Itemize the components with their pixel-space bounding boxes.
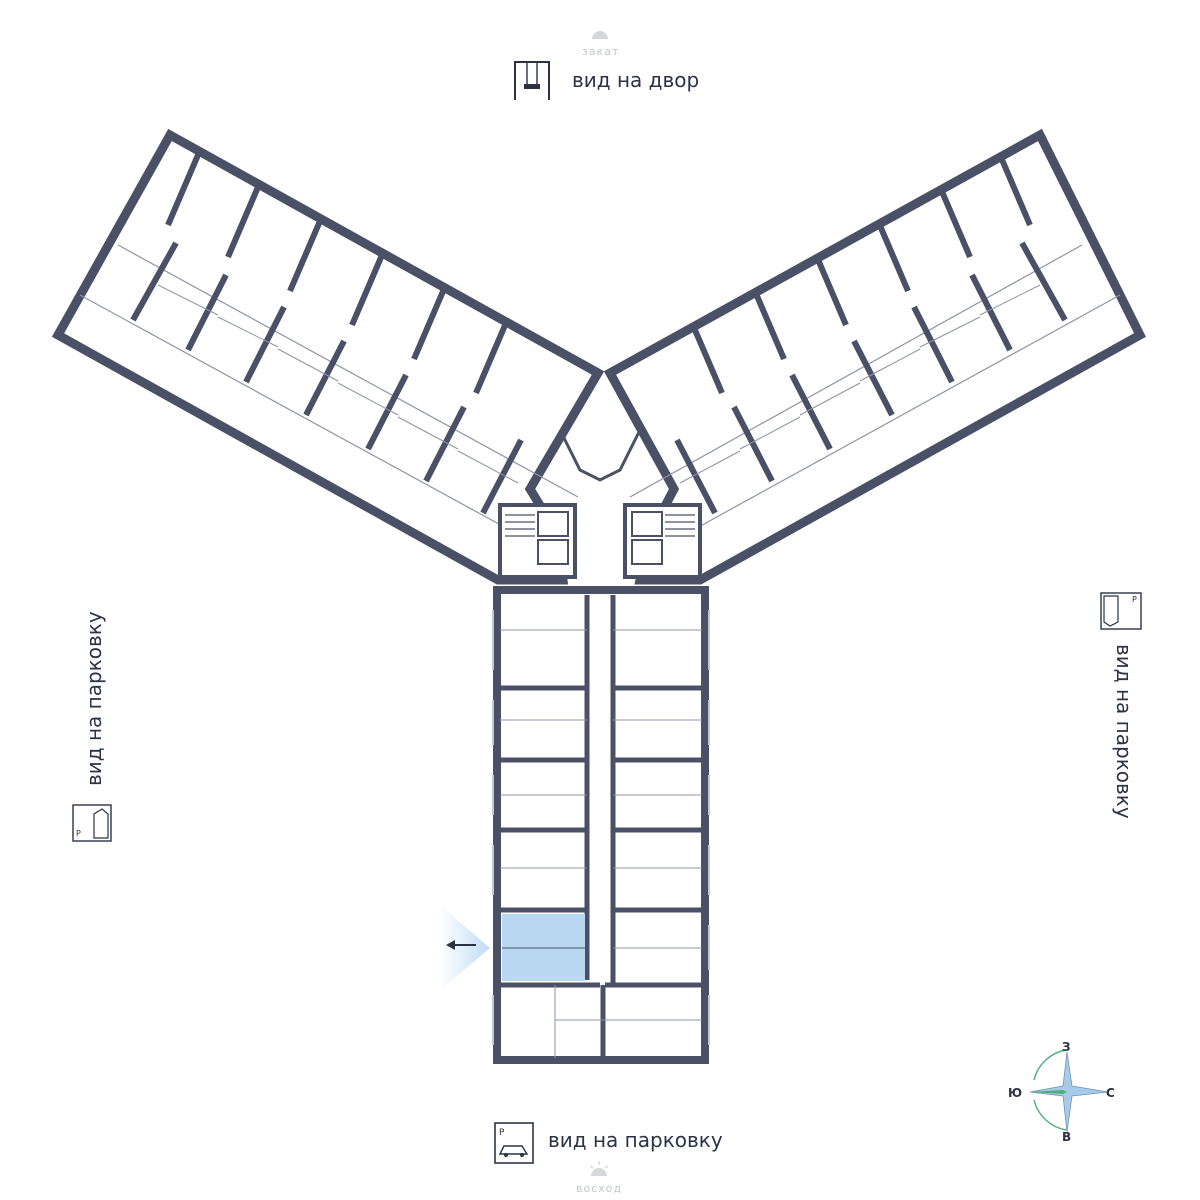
view-direction-fan [440, 905, 490, 990]
central-hub [498, 429, 702, 579]
view-direction-arrow [446, 940, 476, 950]
parking-view-label-bottom: вид на парковку [548, 1128, 723, 1152]
left-wing [51, 128, 605, 585]
compass-west-label: З [1062, 1040, 1071, 1054]
parking-icon: P [1100, 592, 1142, 630]
svg-text:P: P [76, 829, 81, 838]
sunrise-label: восход [576, 1182, 623, 1195]
playground-swing-icon [512, 60, 552, 102]
svg-text:P: P [1132, 595, 1137, 604]
sunrise-icon [588, 1160, 610, 1180]
parking-icon: P [494, 1122, 534, 1164]
compass-rose [1020, 1040, 1120, 1140]
sunset-icon [590, 28, 610, 40]
courtyard-view-label: вид на двор [572, 68, 700, 92]
svg-text:P: P [499, 1128, 505, 1138]
sunset-label: закат [582, 45, 620, 58]
parking-icon: P [72, 804, 112, 842]
compass-north-label: С [1106, 1086, 1115, 1100]
bottom-wing [492, 586, 710, 1064]
compass-south-label: Ю [1008, 1086, 1023, 1100]
compass-east-label: В [1062, 1130, 1072, 1144]
